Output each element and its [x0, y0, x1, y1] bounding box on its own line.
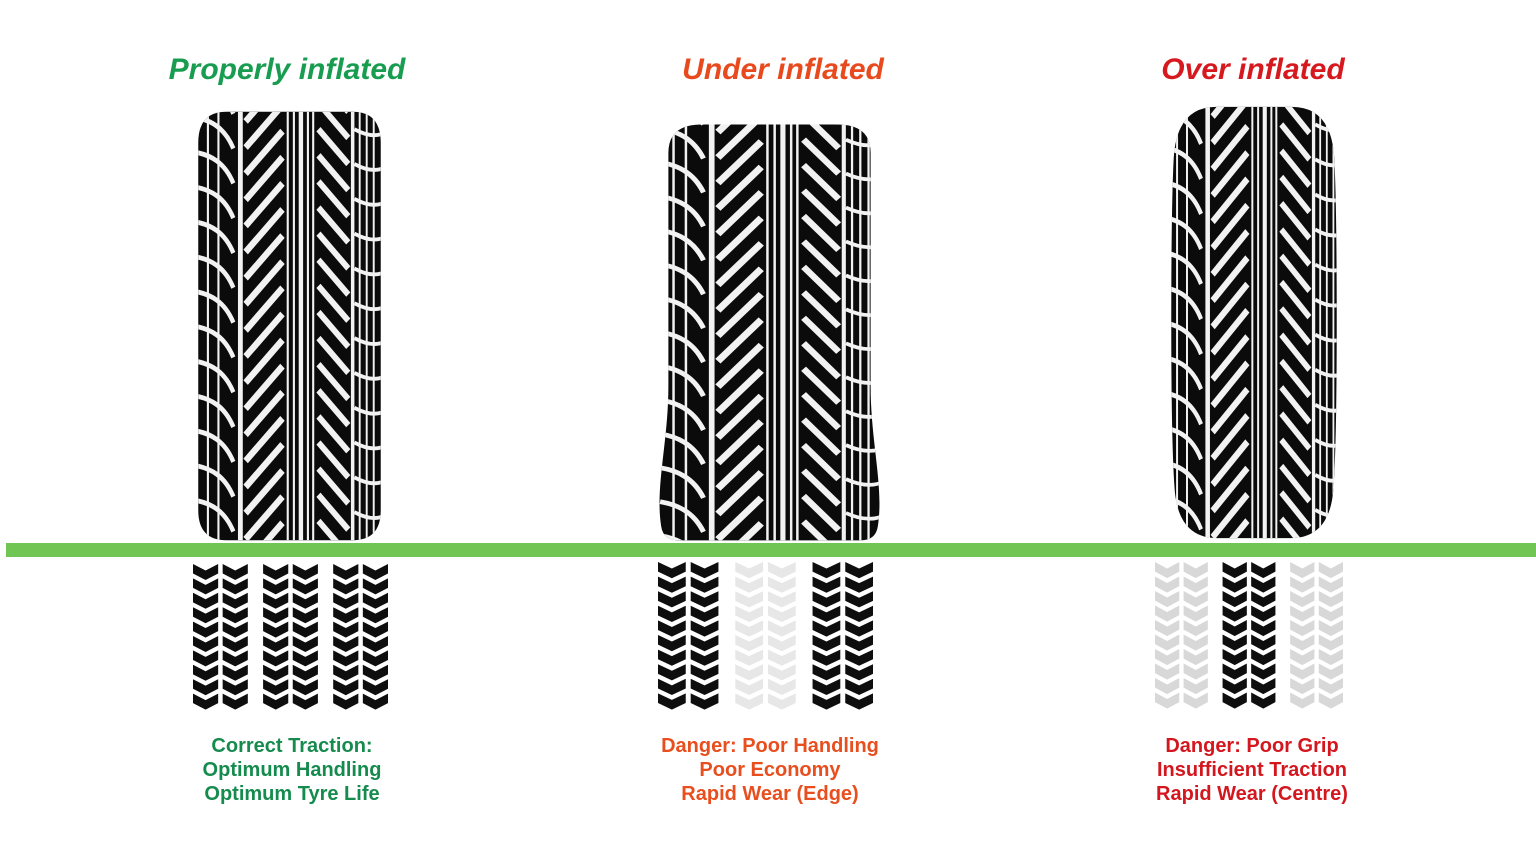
caption-line: Danger: Poor Handling	[661, 735, 879, 757]
road-surface-line	[6, 543, 1536, 557]
caption-line: Rapid Wear (Edge)	[681, 783, 859, 805]
column-title-properly-inflated: Properly inflated	[168, 53, 406, 86]
caption-line: Optimum Handling	[202, 759, 382, 781]
caption-line: Poor Economy	[699, 759, 841, 781]
caption-properly-inflated: Correct Traction: Optimum Handling Optim…	[132, 734, 452, 806]
tire-illustration-over-inflated	[1171, 106, 1337, 539]
caption-line: Rapid Wear (Centre)	[1156, 783, 1348, 805]
column-title-under-inflated: Under inflated	[682, 53, 884, 86]
column-title-over-inflated: Over inflated	[1161, 53, 1345, 86]
caption-line: Optimum Tyre Life	[204, 783, 380, 805]
caption-line: Danger: Poor Grip	[1165, 735, 1339, 757]
contact-patch-under-inflated	[658, 562, 873, 710]
caption-over-inflated: Danger: Poor Grip Insufficient Traction …	[1092, 734, 1412, 806]
caption-under-inflated: Danger: Poor Handling Poor Economy Rapid…	[610, 734, 930, 806]
contact-patch-properly-inflated	[193, 564, 388, 710]
caption-line: Correct Traction:	[211, 735, 373, 757]
caption-line: Insufficient Traction	[1156, 759, 1348, 781]
tire-illustration-properly-inflated	[198, 111, 381, 541]
tire-illustration-under-inflated	[659, 124, 880, 541]
contact-patch-over-inflated	[1155, 562, 1343, 709]
